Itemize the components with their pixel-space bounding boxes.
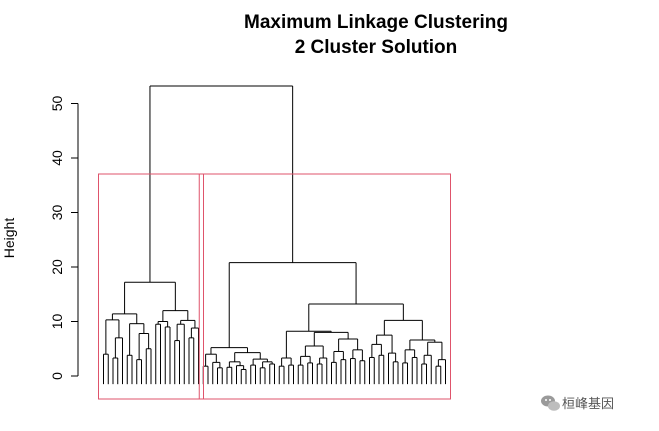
y-tick-label: 10 (49, 314, 65, 330)
y-axis: 0 10 20 30 40 50 (49, 96, 79, 380)
y-axis-title: Height (1, 218, 17, 259)
cluster-box-2 (198, 173, 451, 400)
chart-title-line-2: 2 Cluster Solution (295, 37, 458, 58)
cluster-box-1 (98, 173, 204, 400)
y-tick-label: 30 (49, 205, 65, 221)
y-tick-label: 0 (49, 372, 65, 380)
watermark-text: 桓峰基因 (562, 397, 614, 412)
cluster-boxes (98, 173, 451, 400)
y-tick-label: 40 (49, 150, 65, 166)
watermark: 桓峰基因 (541, 395, 614, 412)
chart-title-line-1: Maximum Linkage Clustering (244, 12, 508, 33)
y-tick-label: 50 (49, 96, 65, 112)
y-tick-label: 20 (49, 259, 65, 275)
dendrogram-lines (103, 85, 446, 385)
wechat-icon (541, 395, 560, 411)
